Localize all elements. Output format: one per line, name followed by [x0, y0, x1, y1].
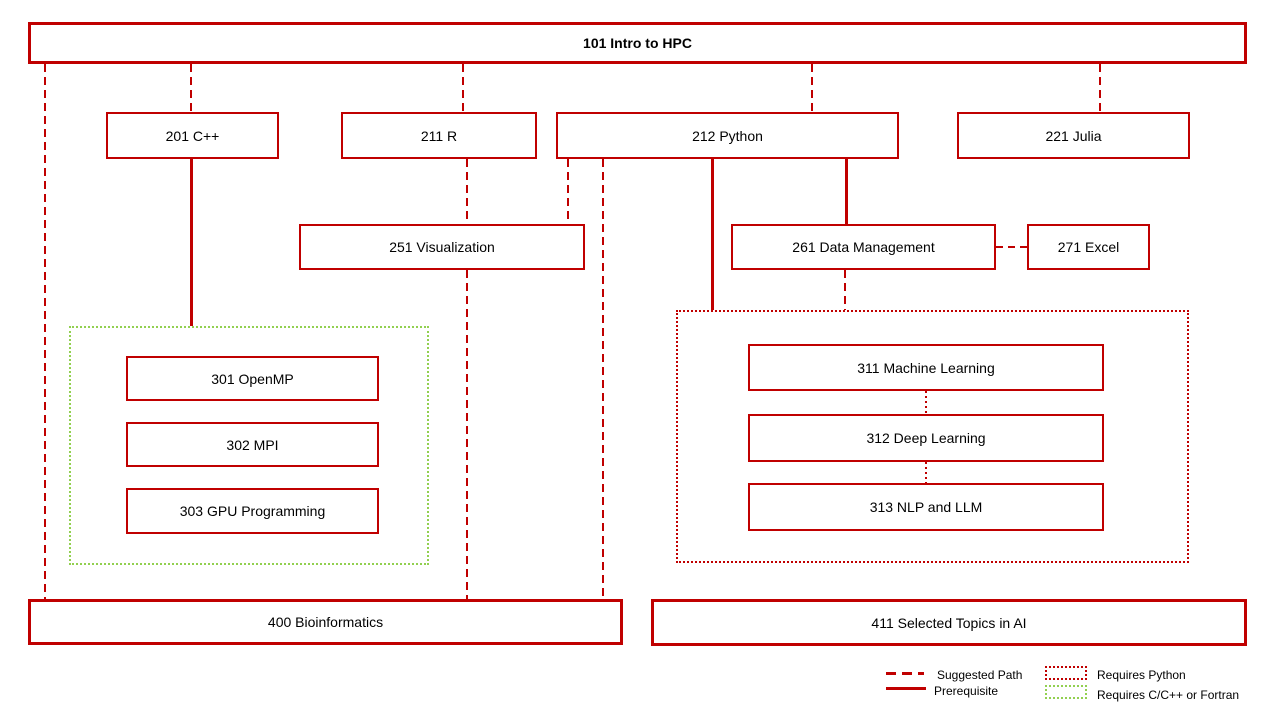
- node-301-openmp: 301 OpenMP: [126, 356, 379, 401]
- node-312-deep-learning: 312 Deep Learning: [748, 414, 1104, 462]
- edge-212-261-prerequisite: [845, 159, 848, 224]
- edge-101-211-suggested: [462, 64, 464, 112]
- node-301-label: 301 OpenMP: [211, 370, 294, 387]
- edge-251-400-suggested: [466, 270, 468, 599]
- node-313-nlp-and-llm: 313 NLP and LLM: [748, 483, 1104, 531]
- edge-212-400-suggested: [602, 159, 604, 599]
- edge-101-221-suggested: [1099, 64, 1101, 112]
- edge-311-312-link: [925, 391, 927, 414]
- node-212-label: 212 Python: [692, 127, 763, 144]
- node-211-label: 211 R: [420, 127, 458, 144]
- edge-312-313-link: [925, 462, 927, 483]
- node-261-label: 261 Data Management: [792, 239, 935, 255]
- node-101-label: 101 Intro to HPC: [583, 35, 692, 51]
- node-251-visualization: 251 Visualization: [299, 224, 585, 270]
- legend-requires-python-label: Requires Python: [1097, 668, 1186, 682]
- node-261-data-management: 261 Data Management: [731, 224, 996, 270]
- node-313-label: 313 NLP and LLM: [869, 499, 983, 515]
- edge-261-271-suggested: [996, 246, 1027, 248]
- node-411-label: 411 Selected Topics in AI: [871, 614, 1027, 631]
- node-221-label: 221 Julia: [1045, 127, 1102, 144]
- edge-261-group-suggested: [844, 270, 846, 310]
- edge-212-group-prerequisite: [711, 159, 714, 310]
- node-101-intro-to-hpc: 101 Intro to HPC: [28, 22, 1247, 64]
- edge-101-201-suggested: [190, 64, 192, 112]
- legend-requires-c-fortran-swatch: [1045, 685, 1087, 699]
- node-400-label: 400 Bioinformatics: [267, 614, 384, 630]
- legend-solid-line-swatch: [886, 687, 926, 690]
- legend-requires-python-swatch: [1045, 666, 1087, 680]
- node-311-label: 311 Machine Learning: [857, 359, 995, 376]
- node-251-label: 251 Visualization: [389, 239, 495, 255]
- node-221-julia: 221 Julia: [957, 112, 1190, 159]
- edge-211-251-suggested: [466, 159, 468, 224]
- edge-101-400-suggested: [44, 64, 46, 599]
- node-312-label: 312 Deep Learning: [866, 430, 986, 446]
- legend-suggested-path-label: Suggested Path: [937, 668, 1023, 682]
- legend-dashed-line-swatch: [886, 672, 924, 675]
- node-400-bioinformatics: 400 Bioinformatics: [28, 599, 623, 645]
- node-311-machine-learning: 311 Machine Learning: [748, 344, 1104, 391]
- requires-c-fortran-group: [69, 326, 429, 565]
- node-303-gpu-programming: 303 GPU Programming: [126, 488, 379, 534]
- node-212-python: 212 Python: [556, 112, 899, 159]
- edge-201-group-prerequisite: [190, 159, 193, 326]
- requires-python-group: [676, 310, 1189, 563]
- node-201-cpp: 201 C++: [106, 112, 279, 159]
- node-302-label: 302 MPI: [226, 436, 279, 453]
- legend-requires-c-fortran-label: Requires C/C++ or Fortran: [1097, 688, 1240, 702]
- edge-101-212-suggested: [811, 64, 813, 112]
- node-411-selected-topics-in-ai: 411 Selected Topics in AI: [651, 599, 1247, 646]
- node-302-mpi: 302 MPI: [126, 422, 379, 467]
- node-271-excel: 271 Excel: [1027, 224, 1150, 270]
- node-211-r: 211 R: [341, 112, 537, 159]
- edge-212-251-suggested: [567, 159, 569, 224]
- node-201-label: 201 C++: [165, 127, 220, 144]
- node-303-label: 303 GPU Programming: [179, 503, 326, 519]
- node-271-label: 271 Excel: [1057, 239, 1120, 255]
- legend-prerequisite-label: Prerequisite: [934, 684, 999, 698]
